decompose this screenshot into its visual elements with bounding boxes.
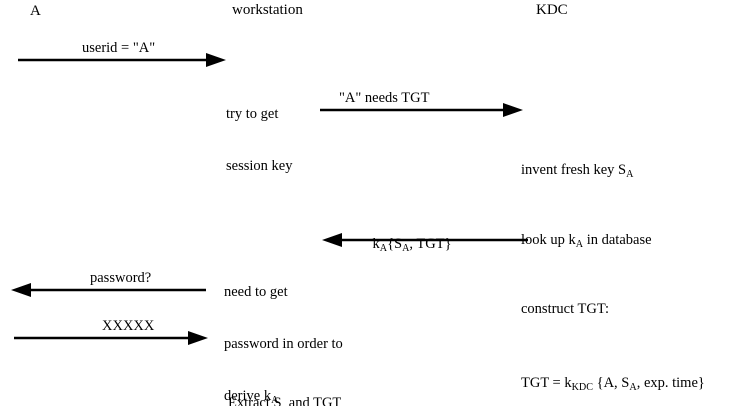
kdc-tgt-sub-kdc: KDC (571, 381, 593, 393)
kdc-lookup-sub-a: A (575, 238, 584, 250)
actor-label-client: A (30, 3, 41, 19)
note-kdc-line-3: construct TGT: (521, 301, 610, 318)
note-session-line-1: try to get (226, 105, 279, 122)
note-password-line-2: password in order to (224, 335, 343, 352)
kdc-invent-sub-a: A (626, 169, 634, 180)
note-workstation-session-key: try to get session key (226, 71, 292, 210)
tgt-response-brace-s: {S (387, 236, 403, 253)
kdc-lookup-tail: in database (583, 231, 652, 248)
kdc-lookup-text: look up k (521, 231, 576, 248)
note-kdc-line-1: invent fresh key SA (521, 162, 705, 179)
tgt-response-sub-a1: A (379, 242, 388, 254)
derive-text: derive k (224, 388, 272, 405)
note-password-line-3: derive kA (224, 388, 343, 405)
kdc-tgt-sub-a: A (629, 381, 637, 393)
kdc-tgt-formula-mid: {A, S (593, 374, 630, 391)
tgt-response-sub-a2: A (402, 242, 410, 254)
kdc-tgt-formula-head: TGT = k (521, 374, 572, 391)
message-label-userid: userid = "A" (82, 40, 156, 56)
note-kdc-line-4: TGT = kKDC {A, SA, exp. time} (521, 375, 705, 392)
note-final-line-1: Extract S and TGT (228, 394, 342, 406)
note-workstation-final: Extract S and TGT Forget password (228, 360, 341, 406)
note-password-line-1: need to get (224, 283, 288, 300)
message-label-password-prompt: password? (90, 270, 152, 286)
message-label-tgt-request: "A" needs TGT (339, 90, 430, 106)
kdc-tgt-formula-tail: , exp. time} (636, 374, 705, 391)
tgt-response-k: k (372, 236, 380, 253)
actor-label-workstation: workstation (232, 2, 303, 18)
tgt-response-tail: , TGT} (409, 236, 452, 253)
derive-sub-a: A (271, 394, 279, 406)
note-workstation-password: need to get password in order to derive … (224, 249, 343, 406)
message-label-password-entry: XXXXX (102, 318, 155, 334)
message-label-tgt-response: kA{SA, TGT} (358, 219, 452, 270)
note-kdc-line-2: look up kA in database (521, 232, 705, 249)
note-kdc-actions: invent fresh key SA look up kA in databa… (521, 110, 705, 406)
kdc-invent-text: invent fresh key S (521, 162, 627, 179)
actor-label-kdc: KDC (536, 2, 568, 18)
note-session-line-2: session key (226, 157, 293, 174)
